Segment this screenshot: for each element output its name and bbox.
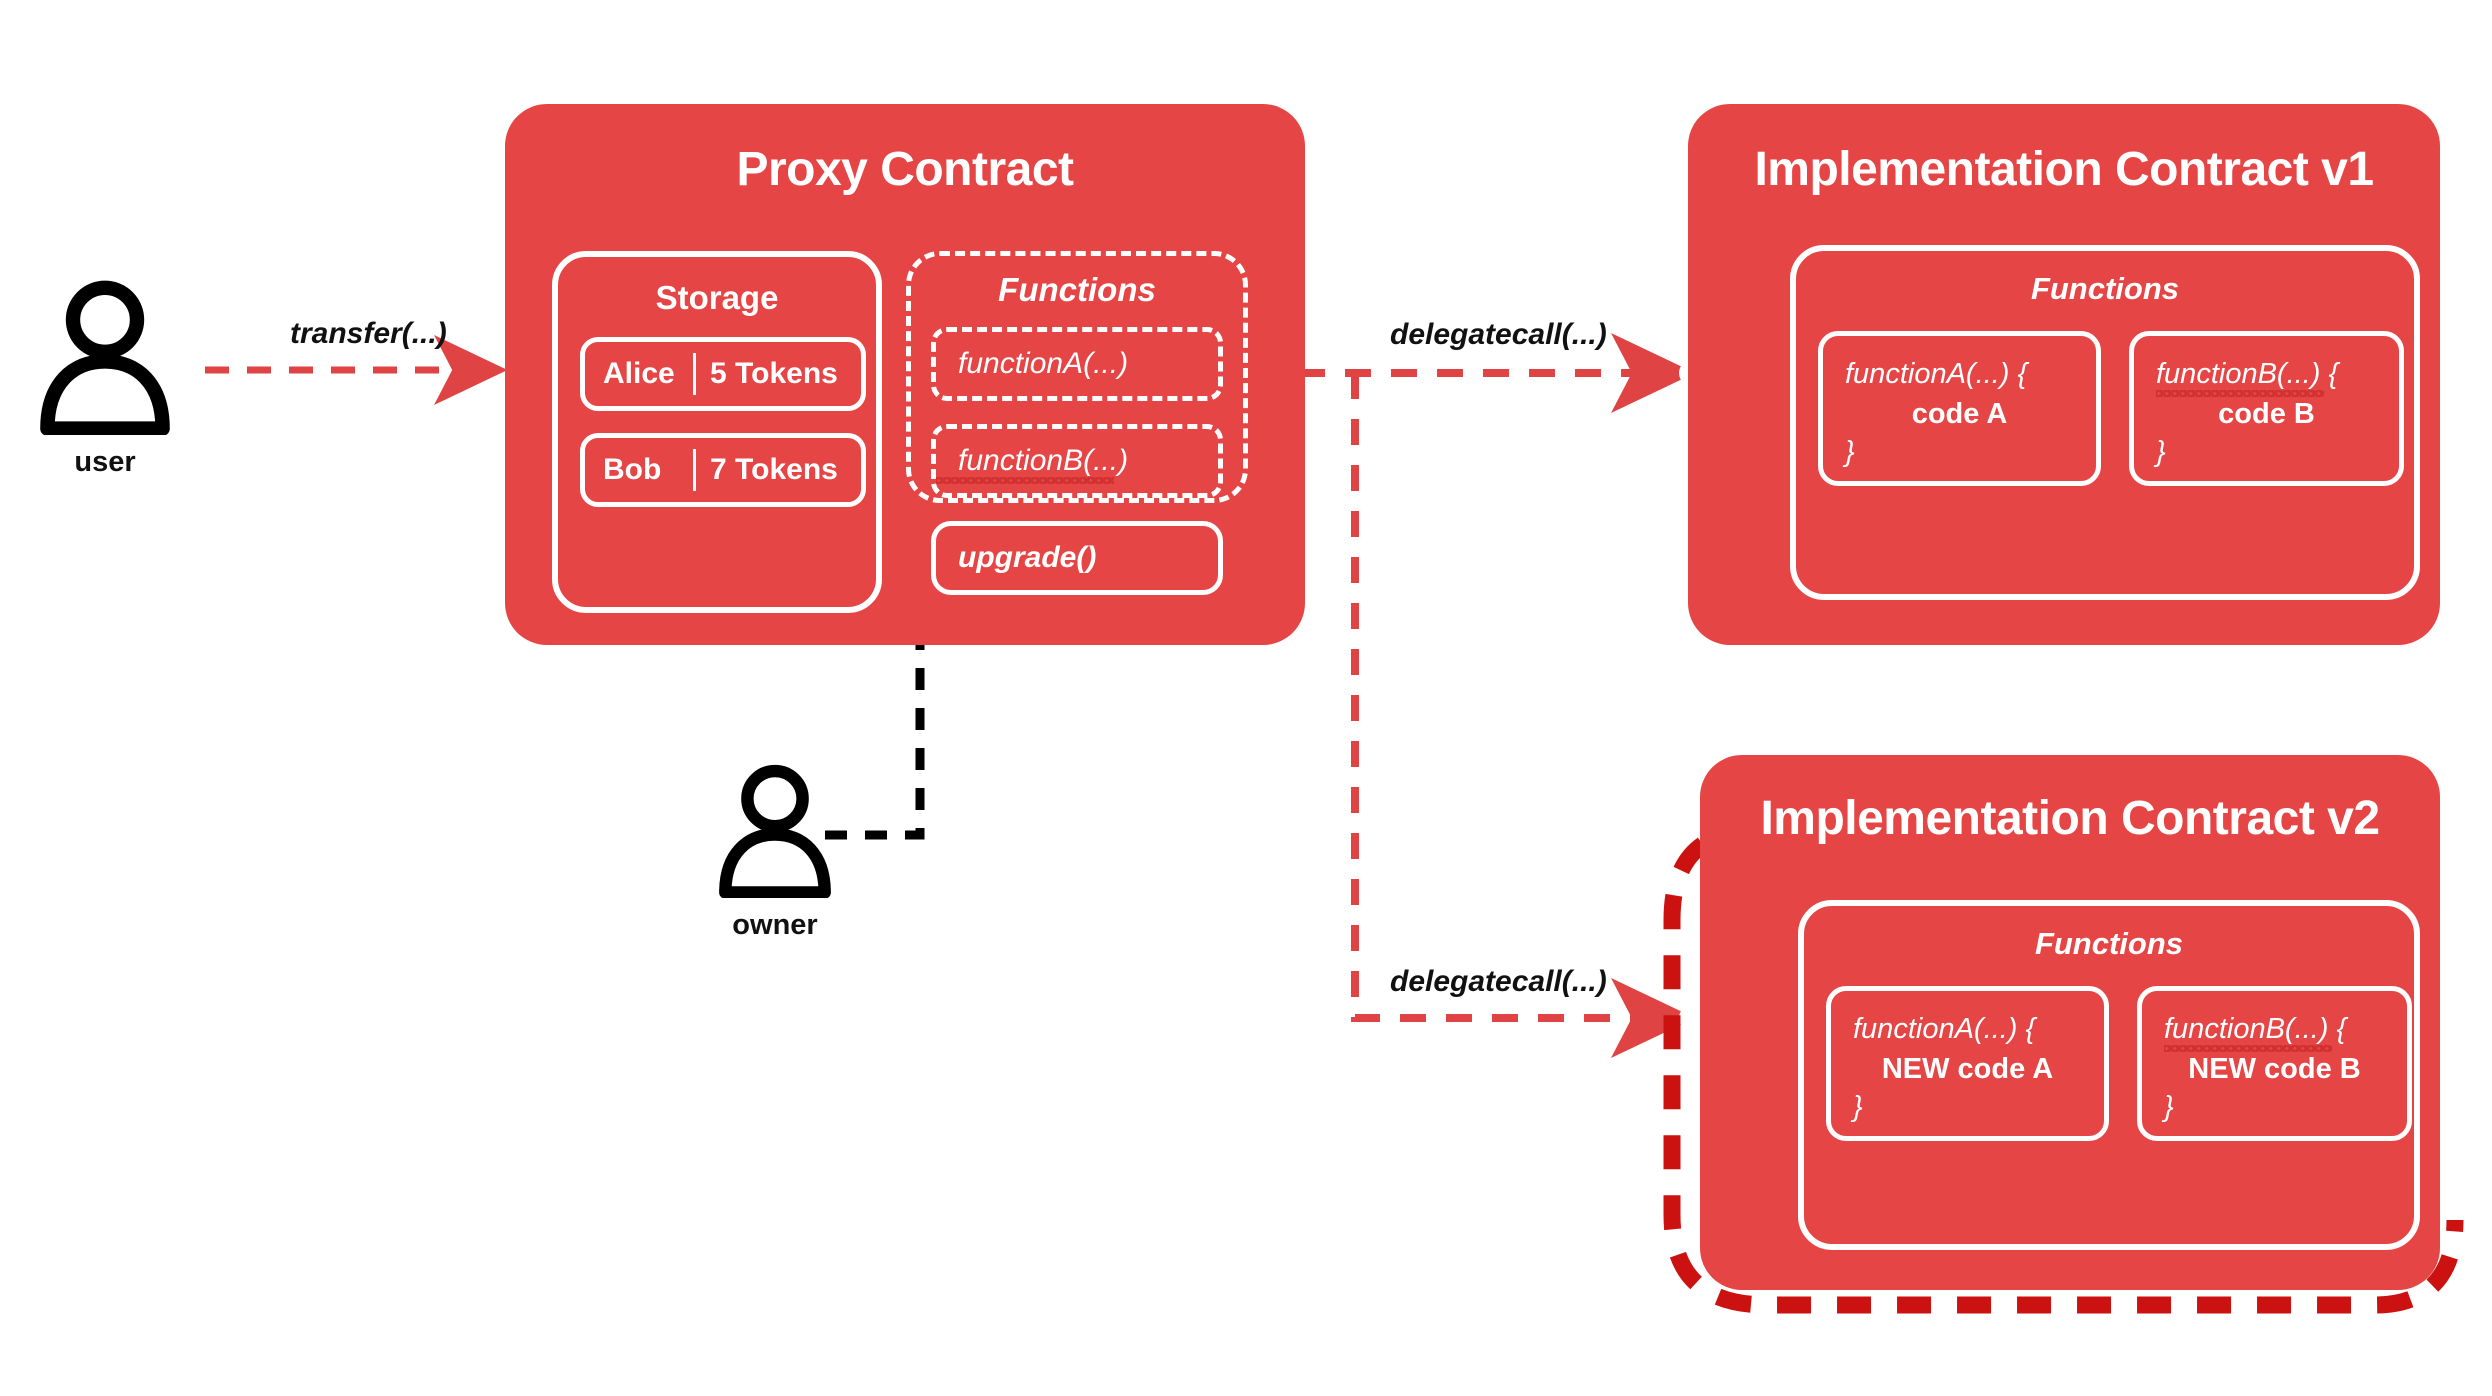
- storage-row-name: Bob: [603, 453, 662, 486]
- person-icon: [40, 280, 170, 436]
- function-close-brace: }: [2156, 436, 2166, 468]
- storage-title: Storage: [655, 279, 779, 316]
- proxy-function-upgrade-label: upgrade(): [958, 541, 1097, 574]
- function-close-brace: }: [2164, 1091, 2174, 1123]
- actor-user-label: user: [74, 446, 136, 478]
- actor-owner: owner: [680, 760, 870, 942]
- storage-row: Bob 7 Tokens: [580, 433, 866, 507]
- proxy-function-upgrade[interactable]: upgrade(): [931, 521, 1223, 595]
- storage-row-separator: [693, 449, 696, 491]
- actor-user: user: [10, 275, 200, 479]
- proxy-functions-title: Functions: [998, 271, 1156, 308]
- proxy-function-a[interactable]: functionA(...): [931, 327, 1223, 401]
- storage-row-separator: [693, 353, 696, 395]
- function-close-brace: }: [1853, 1091, 1863, 1123]
- edge-delegatecall-v2: [1351, 373, 1695, 1058]
- function-body: NEW code A: [1881, 1053, 2054, 1085]
- function-signature: functionA(...) {: [1845, 358, 2028, 390]
- implementation-v2-functions-panel: Functions functionA(...) { NEW code A } …: [1798, 900, 2420, 1250]
- actor-owner-label: owner: [732, 909, 818, 941]
- implementation-v1-function-a[interactable]: functionA(...) { code A }: [1818, 331, 2101, 486]
- implementation-v2-card[interactable]: Implementation Contract v2: [1700, 755, 2440, 1290]
- function-signature: functionB(...) {: [2164, 1013, 2347, 1052]
- function-close-brace: }: [1845, 436, 1855, 468]
- proxy-functions-dashed-border: [906, 251, 1248, 503]
- implementation-v2-function-b[interactable]: functionB(...) { NEW code B }: [2137, 986, 2412, 1141]
- edge-label-delegatecall-v2: delegatecall(...): [1390, 965, 1607, 998]
- implementation-v2-function-a[interactable]: functionA(...) { NEW code A }: [1826, 986, 2109, 1141]
- proxy-function-b[interactable]: functionB(...): [931, 424, 1223, 498]
- implementation-v2-functions-title: Functions: [2034, 926, 2184, 961]
- implementation-v1-card[interactable]: Implementation Contract v1: [1688, 104, 2440, 645]
- function-signature: functionA(...) {: [1853, 1013, 2036, 1045]
- storage-row-amount: 5 Tokens: [710, 357, 838, 390]
- proxy-contract-card[interactable]: Proxy Contract Storage Alice 5 Tokens Bo…: [505, 104, 1305, 645]
- storage-row: Alice 5 Tokens: [580, 337, 866, 411]
- storage-row-name: Alice: [603, 357, 675, 390]
- proxy-function-a-label: functionA(...): [958, 347, 1129, 380]
- implementation-v1-title: Implementation Contract v1: [1754, 143, 2374, 196]
- proxy-function-b-label: functionB(...): [936, 444, 1128, 484]
- proxy-functions-panel: Functions functionA(...) functionB(...) …: [906, 251, 1248, 595]
- edge-label-delegatecall-v1: delegatecall(...): [1390, 318, 1607, 351]
- person-icon: [719, 764, 831, 899]
- proxy-contract-title: Proxy Contract: [736, 143, 1074, 196]
- function-body: code A: [1911, 398, 2008, 430]
- function-body: NEW code B: [2188, 1053, 2361, 1085]
- edge-label-transfer: transfer(...): [290, 317, 447, 350]
- storage-row-amount: 7 Tokens: [710, 453, 838, 486]
- proxy-storage-panel: Storage Alice 5 Tokens Bob 7 Tokens: [552, 251, 882, 613]
- implementation-v1-function-b[interactable]: functionB(...) { code B }: [2129, 331, 2404, 486]
- implementation-v1-functions-panel: Functions functionA(...) { code A } func…: [1790, 245, 2420, 600]
- function-body: code B: [2218, 398, 2315, 430]
- implementation-v1-functions-title: Functions: [2030, 271, 2180, 306]
- implementation-v2-title: Implementation Contract v2: [1760, 792, 2380, 845]
- function-signature: functionB(...) {: [2156, 358, 2339, 397]
